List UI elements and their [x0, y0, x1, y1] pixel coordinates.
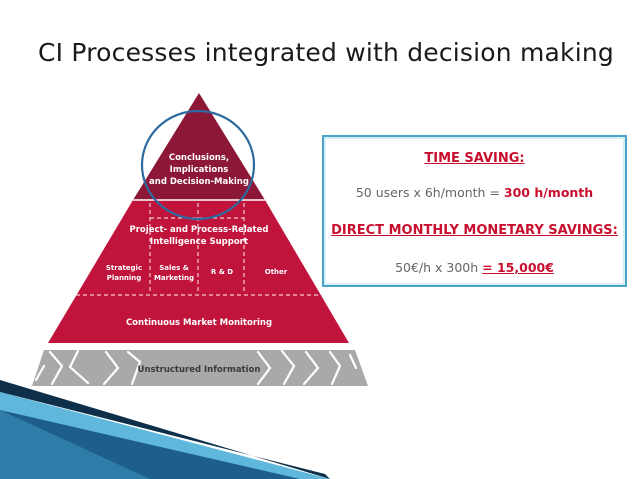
time-saving-line: 50 users x 6h/month = 300 h/month	[324, 185, 625, 200]
apex-label-line1: Conclusions,	[169, 153, 229, 163]
slide-title: CI Processes integrated with decision ma…	[38, 38, 614, 67]
support-dividers	[149, 203, 245, 292]
apex-label-line3: and Decision-Making	[149, 177, 249, 187]
subarea-strategic-planning-line2: Planning	[107, 274, 142, 282]
pyramid-apex	[133, 93, 265, 200]
time-saving-value: 300 h/month	[503, 185, 594, 200]
subarea-r-and-d: R & D	[211, 268, 233, 276]
decorative-swoosh	[0, 380, 330, 479]
monetary-savings-value: = 15,000€	[482, 260, 554, 275]
base-label: Unstructured Information	[138, 365, 261, 375]
monetary-savings-formula: 50€/h x 300h	[395, 260, 483, 275]
savings-callout-box: TIME SAVING: 50 users x 6h/month = 300 h…	[322, 135, 627, 287]
monetary-savings-line: 50€/h x 300h = 15,000€	[324, 260, 625, 275]
subarea-other: Other	[265, 268, 288, 276]
support-label-line1: Project- and Process-Related	[130, 225, 269, 235]
apex-label-line2: Implications	[170, 165, 229, 175]
time-saving-heading: TIME SAVING:	[424, 151, 525, 166]
monitoring-label: Continuous Market Monitoring	[126, 318, 272, 328]
support-label-line2: Intelligence Support	[150, 237, 248, 247]
subarea-sales-marketing-line2: Marketing	[154, 274, 194, 282]
time-saving-formula: 50 users x 6h/month =	[355, 185, 504, 200]
apex-highlight-circle	[140, 109, 256, 221]
pyramid-body	[48, 200, 349, 343]
subarea-strategic-planning-line1: Strategic	[106, 264, 142, 272]
subarea-sales-marketing-line1: Sales &	[159, 264, 189, 272]
pyramid-base	[32, 350, 368, 386]
base-crack-pattern	[34, 349, 358, 386]
monetary-savings-heading: DIRECT MONTHLY MONETARY SAVINGS:	[331, 223, 618, 238]
